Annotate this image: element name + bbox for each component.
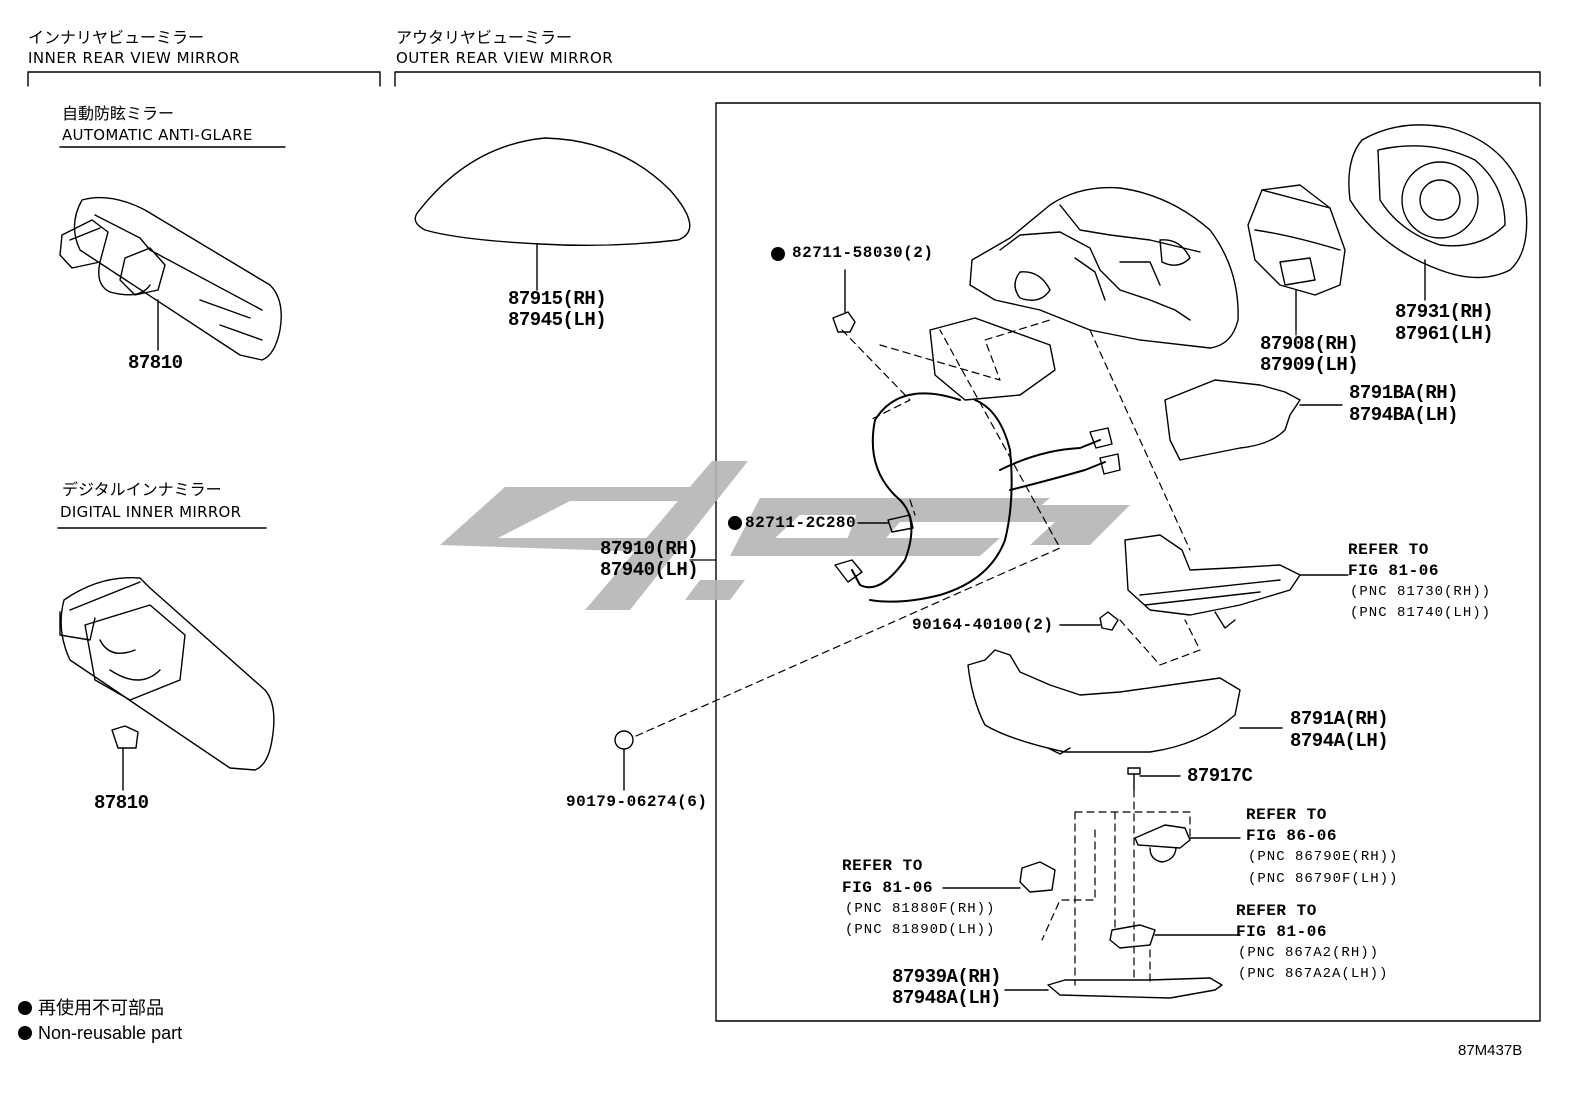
auto-anti-glare-title-en: AUTOMATIC ANTI-GLARE	[62, 126, 253, 144]
clip-82711-58030	[832, 269, 856, 333]
refer-3-fig-link[interactable]: FIG 81-06	[842, 879, 933, 897]
non-reusable-dot-icon	[18, 1026, 32, 1040]
part-90164-40100[interactable]: 90164-40100(2)	[912, 616, 1054, 634]
watermark-logo	[440, 461, 1130, 610]
mirror-cover	[414, 137, 691, 291]
clip-82711-2c280	[857, 514, 914, 533]
non-reusable-markers	[728, 247, 785, 530]
part-87948a-lh[interactable]: 87948A(LH)	[892, 987, 1002, 1009]
refer-4-line-1: REFER TO	[1236, 902, 1317, 920]
part-8791a-rh[interactable]: 8791A(RH)	[1290, 708, 1389, 730]
refer-2-pnc-rh: (PNC 86790E(RH))	[1248, 849, 1399, 865]
refer-3-pnc-rh: (PNC 81880F(RH))	[845, 901, 996, 917]
mirror-base-plate	[1004, 977, 1223, 999]
lower-cover-ba	[1164, 379, 1343, 461]
part-87917c[interactable]: 87917C	[1187, 765, 1253, 787]
inner-section-title-en: INNER REAR VIEW MIRROR	[28, 49, 241, 67]
mirror-glass	[1348, 124, 1528, 301]
assembly-lines	[635, 319, 1201, 986]
outer-section-title-en: OUTER REAR VIEW MIRROR	[396, 49, 614, 67]
refer-2-pnc-lh: (PNC 86790F(LH))	[1248, 871, 1399, 887]
part-82711-58030[interactable]: 82711-58030(2)	[792, 244, 934, 262]
part-82711-2c280[interactable]: 82711-2C280	[745, 514, 857, 532]
digital-mirror-title-jp: デジタルインナミラー	[62, 480, 222, 499]
side-camera	[1134, 824, 1241, 863]
digital-inner-mirror	[59, 576, 275, 791]
mirror-housing	[969, 186, 1239, 349]
part-87909-lh[interactable]: 87909(LH)	[1260, 354, 1359, 376]
refer-1-pnc-rh: (PNC 81730(RH))	[1350, 584, 1492, 600]
refer-1-line-1: REFER TO	[1348, 541, 1429, 559]
part-87961-lh[interactable]: 87961(LH)	[1395, 323, 1494, 345]
part-8791ba-rh[interactable]: 8791BA(RH)	[1349, 382, 1459, 404]
outer-section-title-jp: アウタリヤビューミラー	[396, 28, 573, 47]
non-reusable-dot-icon	[18, 1001, 32, 1015]
refer-4-pnc-rh: (PNC 867A2(RH))	[1238, 945, 1380, 961]
nut-90179	[614, 730, 634, 791]
section-brackets	[27, 71, 1541, 87]
turn-signal-lamp	[1124, 534, 1349, 629]
refer-2-line-1: REFER TO	[1246, 806, 1327, 824]
refer-1-fig-link[interactable]: FIG 81-06	[1348, 562, 1439, 580]
auto-anti-glare-mirror	[59, 196, 282, 361]
refer-3-pnc-lh: (PNC 81890D(LH))	[845, 922, 996, 938]
screw-90164	[1059, 611, 1119, 631]
part-87810-auto[interactable]: 87810	[128, 352, 183, 374]
side-sensor	[1109, 924, 1241, 949]
leader-lines	[689, 329, 1297, 561]
digital-mirror-title-en: DIGITAL INNER MIRROR	[60, 503, 242, 521]
part-87910-rh[interactable]: 87910(RH)	[600, 538, 699, 560]
figure-code: 87M437B	[1458, 1042, 1523, 1059]
refer-3-line-1: REFER TO	[842, 857, 923, 875]
part-87940-lh[interactable]: 87940(LH)	[600, 559, 699, 581]
legend-jp: 再使用不可部品	[18, 999, 164, 1017]
screw-87917c	[1127, 767, 1181, 791]
refer-4-fig-link[interactable]: FIG 81-06	[1236, 923, 1327, 941]
part-87915-rh[interactable]: 87915(RH)	[508, 288, 607, 310]
legend-en: Non-reusable part	[18, 1024, 182, 1042]
refer-1-pnc-lh: (PNC 81740(LH))	[1350, 605, 1492, 621]
detail-frame	[715, 102, 1541, 1022]
part-87945-lh[interactable]: 87945(LH)	[508, 309, 607, 331]
refer-4-pnc-lh: (PNC 867A2A(LH))	[1238, 966, 1389, 982]
part-8794a-lh[interactable]: 8794A(LH)	[1290, 730, 1389, 752]
wire-harness	[834, 317, 1121, 603]
part-87810-digital[interactable]: 87810	[94, 792, 149, 814]
mirror-actuator	[1247, 184, 1346, 331]
part-87931-rh[interactable]: 87931(RH)	[1395, 301, 1494, 323]
lower-garnish-a	[967, 649, 1283, 755]
part-8794ba-lh[interactable]: 8794BA(LH)	[1349, 404, 1459, 426]
puddle-lamp	[942, 861, 1056, 893]
inner-section-title-jp: インナリヤビューミラー	[28, 28, 205, 47]
refer-2-fig-link[interactable]: FIG 86-06	[1246, 827, 1337, 845]
part-90179-06274[interactable]: 90179-06274(6)	[566, 793, 708, 811]
part-87908-rh[interactable]: 87908(RH)	[1260, 333, 1359, 355]
part-87939a-rh[interactable]: 87939A(RH)	[892, 966, 1002, 988]
auto-anti-glare-title-jp: 自動防眩ミラー	[62, 104, 175, 123]
